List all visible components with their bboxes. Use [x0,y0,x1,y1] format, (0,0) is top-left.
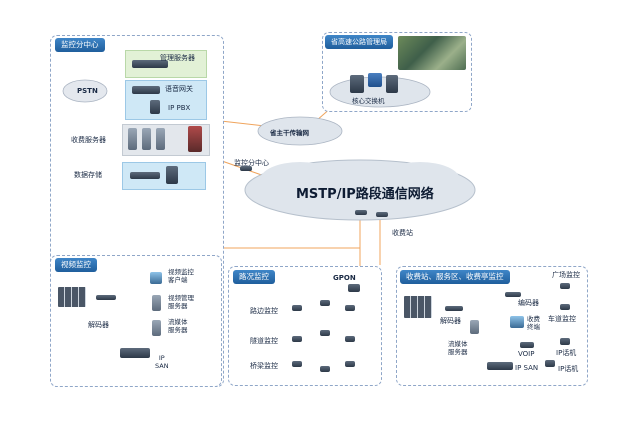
toll-stream-server-icon [470,320,479,334]
video-decoder-label: 解码器 [88,321,109,329]
core-switch-icon [350,75,364,93]
router-icon-1 [240,166,252,171]
voice-gateway-label: 语音网关 [165,85,193,93]
voice-gateway-icon [132,86,160,94]
monitor-center-title: 监控分中心 [55,38,105,52]
toll-server-icon-4 [188,126,202,152]
core-switch-icon-2 [368,73,382,87]
roadside-label: 路边监控 [250,307,278,315]
toll-encoder-icon [505,292,521,297]
mgmt-server-icon [132,60,168,68]
toll-video-wall-icon [404,296,432,318]
data-storage-label: 数据存储 [74,171,102,179]
bridge-camera-icon-1 [292,361,302,367]
mgmt-server-label: 管理服务器 [160,54,195,62]
video-wall-icon [58,287,86,307]
tunnel-camera-icon-2 [320,330,330,336]
provincial-title: 省高速公路管理局 [325,35,393,49]
video-mgmt-server-icon [152,295,161,311]
bridge-camera-icon-2 [320,366,330,372]
router-icon-3 [376,212,388,217]
roadside-camera-icon-3 [345,305,355,311]
backbone-label: 省主干传输网 [270,129,309,137]
toll-stream-server-label: 流媒体 服务器 [448,340,468,356]
ip-phone-label-2: IP话机 [558,365,579,373]
lane-label: 车道监控 [548,315,576,323]
center-link-label: 监控分中心 [234,159,269,167]
roadside-camera-icon-2 [320,300,330,306]
toll-title: 收费站、服务区、收费亭监控 [400,270,510,284]
plaza-label: 广场监控 [552,271,580,279]
voip-device-icon [520,342,534,348]
tunnel-camera-icon-3 [345,336,355,342]
bridge-camera-icon-3 [345,361,355,367]
toll-ip-san-icon [487,362,513,370]
video-decoder-icon [96,295,116,300]
toll-server-icon-2 [142,128,151,150]
video-client-label: 视频监控 客户端 [168,268,194,284]
voip-label: VOIP [518,350,535,358]
video-mgmt-server-label: 视频管理 服务器 [168,294,194,310]
tunnel-camera-icon-1 [292,336,302,342]
video-client-icon [150,272,162,284]
video-stream-server-icon [152,320,161,336]
video-ip-san-icon [120,348,150,358]
road-title: 路况监控 [233,270,275,284]
lane-camera-icon [560,304,570,310]
toll-decoder-label: 解码器 [440,317,461,325]
gpon-label: GPON [333,274,356,282]
core-switch-label: 核心交换机 [352,97,385,105]
toll-server-label: 收费服务器 [71,136,106,144]
data-storage-icon-2 [166,166,178,184]
ip-phone-icon-2 [545,360,555,367]
toll-station-link-label: 收费站 [392,229,413,237]
toll-ip-san-label: IP SAN [515,364,539,372]
ip-phone-icon-1 [560,338,570,345]
plaza-camera-icon [560,283,570,289]
toll-server-icon-1 [128,128,137,150]
tunnel-label: 隧道监控 [250,337,278,345]
gpon-olt-icon [348,284,360,292]
pstn-label: PSTN [77,87,98,95]
mstp-network-label: MSTP/IP路段通信网络 [296,187,434,202]
roadside-camera-icon-1 [292,305,302,311]
video-panel [50,255,222,387]
encoder-label: 编码器 [518,299,539,307]
toll-decoder-icon [445,306,463,311]
toll-terminal-label: 收费 终端 [527,315,540,331]
ip-pbx-label: IP PBX [168,104,191,112]
control-room-image [398,36,466,70]
data-storage-icon-1 [130,172,160,179]
ip-phone-label-1: IP话机 [556,349,577,357]
toll-server-icon-3 [156,128,165,150]
ip-pbx-icon [150,100,160,114]
bridge-label: 桥梁监控 [250,362,278,370]
router-icon-2 [355,210,367,215]
video-stream-server-label: 流媒体 服务器 [168,318,188,334]
core-switch-icon-3 [386,75,398,93]
toll-terminal-icon [510,316,524,328]
video-ip-san-label: IP SAN [155,354,169,370]
video-title: 视频监控 [55,258,97,272]
